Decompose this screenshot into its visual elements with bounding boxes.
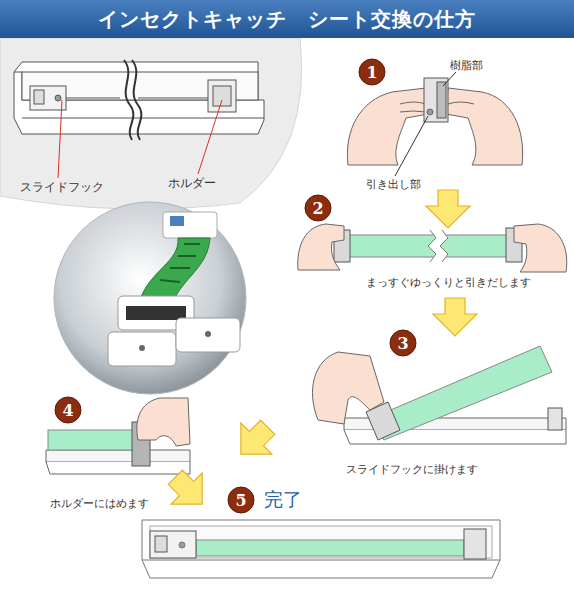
step-number: 4 bbox=[54, 396, 82, 424]
step1-illustration bbox=[347, 88, 428, 165]
product-photo bbox=[108, 332, 176, 366]
flow-arrow bbox=[225, 412, 283, 470]
fixture-drawing bbox=[132, 60, 141, 140]
step2-illustration bbox=[428, 230, 448, 262]
step2-illustration bbox=[514, 224, 567, 272]
fixture-drawing bbox=[22, 118, 264, 119]
product-photo bbox=[205, 331, 211, 337]
fixture-drawing bbox=[66, 98, 120, 99]
step5-illustration bbox=[464, 529, 486, 559]
leader-line bbox=[58, 100, 222, 178]
step2-illustration bbox=[298, 224, 344, 270]
product-photo bbox=[176, 318, 240, 352]
fixture-drawing bbox=[213, 86, 231, 106]
step2-illustration bbox=[298, 224, 567, 272]
step3-illustration bbox=[312, 352, 384, 424]
title-banner: インセクトキャッチ シート交換の仕方 bbox=[0, 0, 574, 38]
step-circle bbox=[305, 195, 331, 221]
completion-text: 完了 bbox=[264, 487, 302, 513]
inset-panel bbox=[0, 38, 302, 209]
step1-illustration bbox=[427, 109, 433, 115]
step5-illustration bbox=[155, 536, 167, 552]
step5-illustration bbox=[150, 531, 196, 558]
product-photo bbox=[139, 345, 145, 351]
step3-illustration bbox=[312, 346, 566, 444]
product-photo bbox=[126, 306, 186, 320]
step5-illustration bbox=[142, 520, 500, 578]
step-number: 2 bbox=[304, 194, 332, 222]
fixture-drawing bbox=[124, 60, 133, 140]
step-circle bbox=[390, 330, 416, 356]
callout-number: 1 bbox=[358, 58, 386, 86]
step1-illustration bbox=[437, 82, 446, 118]
leader-line bbox=[198, 100, 222, 174]
instruction-text: スライドフックに掛けます bbox=[346, 462, 478, 477]
callout-number: 4 bbox=[54, 396, 82, 424]
step1-illustration bbox=[347, 72, 522, 176]
step-circle bbox=[55, 397, 81, 423]
flow-arrow bbox=[160, 190, 477, 520]
product-photo bbox=[163, 212, 217, 238]
part-label: ホルダー bbox=[168, 175, 216, 192]
flow-arrow bbox=[160, 462, 218, 520]
step2-illustration bbox=[428, 230, 448, 262]
step-number: 3 bbox=[389, 329, 417, 357]
flow-arrow bbox=[433, 298, 477, 336]
step1-illustration bbox=[446, 88, 523, 165]
step-circle bbox=[359, 59, 385, 85]
step4-illustration bbox=[46, 462, 190, 474]
product-photo bbox=[54, 202, 246, 394]
callout-number: 3 bbox=[389, 329, 417, 357]
step1-illustration bbox=[395, 116, 428, 176]
part-label: スライドフック bbox=[20, 179, 104, 196]
product-photo bbox=[170, 216, 184, 226]
instruction-text: まっすぐゆっくりと引きだします bbox=[366, 275, 531, 290]
step5-illustration bbox=[179, 542, 185, 548]
leader-line bbox=[58, 100, 62, 178]
fixture-drawing bbox=[14, 60, 264, 140]
fixture-drawing bbox=[30, 86, 66, 110]
callout-number: 2 bbox=[304, 194, 332, 222]
step-circle bbox=[228, 487, 254, 513]
callout-number: 5 bbox=[227, 486, 255, 514]
inset-panel bbox=[0, 38, 302, 209]
step3-illustration bbox=[372, 346, 552, 440]
product-photo bbox=[160, 244, 200, 282]
part-label: 引き出し部 bbox=[366, 177, 421, 192]
step5-illustration bbox=[142, 520, 500, 578]
instruction-text: ホルダーにはめます bbox=[50, 496, 149, 511]
product-photo bbox=[140, 238, 210, 304]
step3-illustration bbox=[548, 408, 562, 430]
step5-illustration bbox=[150, 526, 492, 558]
step4-illustration bbox=[46, 450, 190, 462]
fixture-drawing bbox=[208, 80, 236, 112]
step-number: 1 bbox=[358, 58, 386, 86]
flow-arrow bbox=[426, 190, 470, 228]
step1-illustration bbox=[443, 72, 456, 86]
fixture-drawing bbox=[138, 98, 210, 99]
step5-illustration bbox=[196, 540, 464, 556]
fixture-drawing bbox=[55, 95, 61, 101]
part-label: 樹脂部 bbox=[450, 58, 483, 73]
fixture-drawing bbox=[34, 90, 44, 104]
step-number: 5 bbox=[227, 486, 255, 514]
step4-illustration bbox=[48, 430, 134, 450]
product-photo bbox=[54, 202, 246, 394]
step4-illustration bbox=[137, 398, 190, 446]
step5-illustration bbox=[142, 560, 500, 561]
